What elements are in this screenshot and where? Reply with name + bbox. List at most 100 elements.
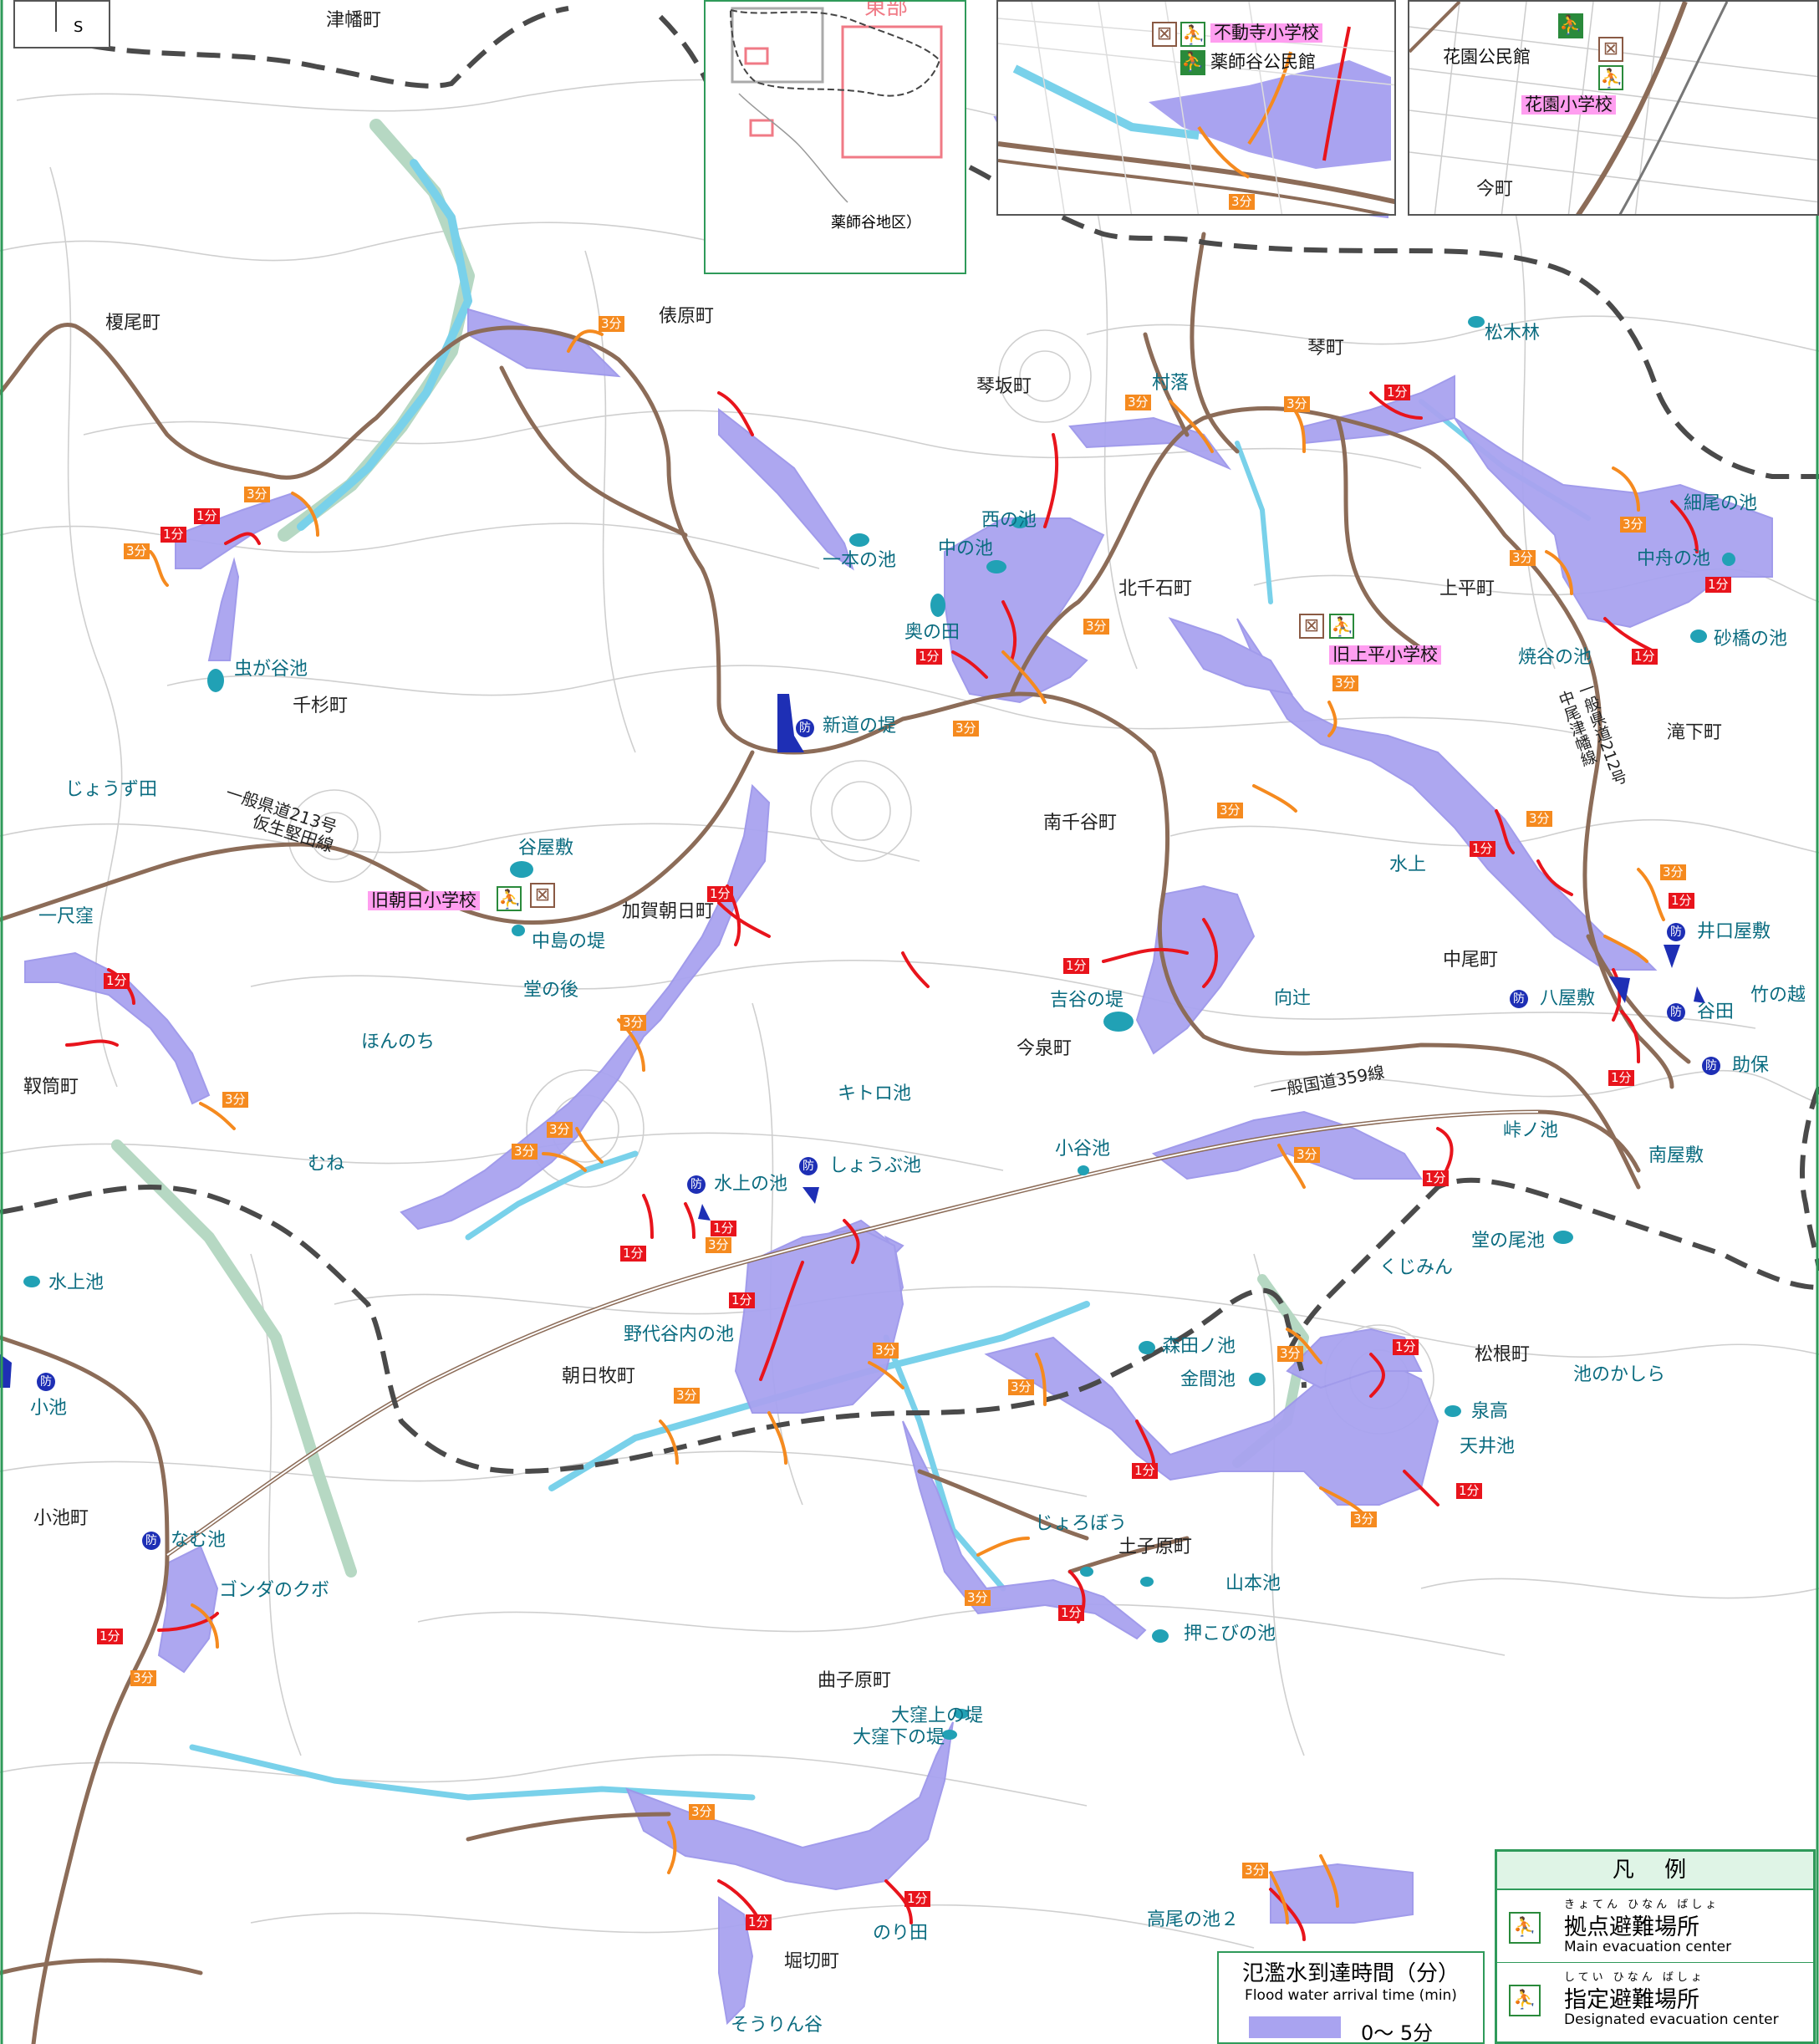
- legend-title: 凡 例: [1497, 1852, 1813, 1890]
- three-min-tag: 3分: [1242, 1863, 1268, 1878]
- three-min-tag: 3分: [244, 487, 270, 502]
- arrival-time-legend: 氾濫水到達時間（分） Flood water arrival time (min…: [1217, 1951, 1485, 2044]
- three-min-tag: 3分: [706, 1237, 731, 1253]
- pond-label: 吉谷の堤: [1050, 990, 1124, 1011]
- legend-label-en: Designated evacuation center: [1564, 2011, 1779, 2028]
- town-label: 中尾町: [1443, 950, 1499, 971]
- one-min-tag: 1分: [904, 1891, 930, 1907]
- pond-label: 森田ノ池: [1162, 1336, 1236, 1357]
- pond-label: 堂の後: [523, 980, 579, 1001]
- dam-marker: 防: [796, 719, 814, 737]
- pond-label: 峠ノ池: [1503, 1120, 1559, 1141]
- designated-evacuation-icon: ⛹: [1180, 50, 1205, 75]
- flood-zones: [24, 115, 1773, 2026]
- three-min-tag: 3分: [124, 543, 150, 559]
- pond-label: 虫が谷池: [234, 659, 308, 680]
- inset-east-label: 東部: [864, 0, 909, 20]
- town-label: 榎尾町: [105, 313, 161, 334]
- map-legend: 凡 例 ⛹ きょてん ひなん ばしょ 拠点避難場所 Main evacuatio…: [1495, 1849, 1816, 2044]
- dam-marker: 防: [142, 1532, 160, 1550]
- one-min-tag: 1分: [1632, 649, 1658, 665]
- town-label: くじみん: [1379, 1257, 1454, 1278]
- main-evacuation-icon: ⛹: [497, 886, 522, 911]
- town-label: 朝日牧町: [562, 1366, 636, 1387]
- north-arrow-icon: [55, 2, 57, 32]
- one-min-tag: 1分: [746, 1914, 772, 1930]
- three-min-tag: 3分: [1217, 803, 1243, 818]
- pond-label: 水上池: [48, 1272, 104, 1293]
- main-evacuation-icon: ⛹: [1598, 65, 1623, 90]
- compass-box: S: [13, 0, 110, 48]
- pond-label: 奥の田: [904, 622, 960, 643]
- center-yakushidani: 薬師谷公民館: [1210, 52, 1316, 72]
- three-min-tag: 3分: [1284, 396, 1310, 412]
- pond-label: 堂の尾池: [1471, 1231, 1546, 1251]
- town-label: 堀切町: [784, 1951, 840, 1972]
- dam-marker: 防: [799, 1157, 818, 1175]
- town-label: 曲子原町: [818, 1670, 892, 1691]
- dam-marker: 防: [37, 1373, 55, 1391]
- welfare-shelter-icon: ⊠: [1152, 22, 1177, 47]
- town-label: 竹の越: [1750, 985, 1806, 1006]
- pond-label: しょうぶ池: [829, 1155, 922, 1176]
- pond-label: 細尾の池: [1684, 493, 1758, 514]
- pond-label: 砂橋の池: [1714, 629, 1788, 650]
- arrival-title: 氾濫水到達時間（分）: [1241, 1961, 1460, 1986]
- town-label: 向辻: [1274, 988, 1312, 1009]
- one-min-tag: 1分: [1470, 841, 1495, 857]
- legend-label: 拠点避難場所: [1564, 1914, 1699, 1940]
- three-min-tag: 3分: [1510, 550, 1536, 566]
- one-min-tag: 1分: [1669, 893, 1694, 909]
- inset-district-label: 薬師谷地区）: [831, 214, 921, 232]
- town-label: ほんのち: [361, 1032, 436, 1053]
- compass-label: S: [74, 18, 84, 36]
- legend-label: 指定避難場所: [1564, 1987, 1699, 2013]
- legend-ruby: してい ひなん ばしょ: [1564, 1971, 1705, 1984]
- one-min-tag: 1分: [160, 527, 186, 543]
- three-min-tag: 3分: [130, 1670, 156, 1686]
- pond-label: 中舟の池: [1637, 548, 1711, 569]
- main-evacuation-icon: ⛹: [1329, 614, 1354, 639]
- inset-outline: [729, 7, 943, 203]
- one-min-tag: 1分: [1058, 1605, 1084, 1621]
- three-min-tag: 3分: [1008, 1379, 1034, 1395]
- one-min-tag: 1分: [916, 649, 942, 665]
- town-label: 南屋敷: [1648, 1145, 1704, 1166]
- three-min-tag: 3分: [953, 721, 979, 737]
- pond-label: 谷田: [1697, 1002, 1735, 1022]
- legend-ruby: きょてん ひなん ばしょ: [1564, 1899, 1720, 1911]
- pond-label: キトロ池: [838, 1083, 912, 1104]
- welfare-shelter-icon: ⊠: [1598, 37, 1623, 62]
- detail-inset-hanazono: ⛹ 花園公民館 ⊠ ⛹ 花園小学校 今町: [1408, 0, 1819, 216]
- dam-marker: 防: [1667, 923, 1685, 941]
- pond-label: 新道の堤: [823, 716, 897, 737]
- river-layer: [111, 119, 1591, 1801]
- pond-label: 高尾の池２: [1147, 1909, 1240, 1930]
- legend-label-en: Main evacuation center: [1564, 1939, 1732, 1955]
- three-min-tag: 3分: [1660, 864, 1686, 880]
- three-min-tag: 3分: [512, 1144, 538, 1160]
- inset-overview: 東部 薬師谷地区）: [704, 0, 966, 274]
- town-label: 今泉町: [1016, 1038, 1073, 1059]
- contour-lines: [0, 79, 1819, 1949]
- pond-label: なむ池: [171, 1530, 227, 1551]
- three-minute-lines: [149, 329, 1665, 1924]
- arrival-title-en: Flood water arrival time (min): [1245, 1987, 1457, 2004]
- three-min-tag: 3分: [222, 1092, 248, 1108]
- town-label: 小池町: [33, 1508, 89, 1529]
- one-min-tag: 1分: [194, 508, 220, 524]
- town-label: のり田: [873, 1923, 929, 1944]
- town-label: むね: [308, 1154, 345, 1175]
- one-min-tag: 1分: [1705, 577, 1731, 593]
- main-evacuation-icon: ⛹: [1180, 22, 1205, 47]
- town-label: 水上: [1389, 854, 1427, 875]
- pond-label: 小池: [30, 1398, 68, 1419]
- three-min-tag: 3分: [1526, 811, 1552, 827]
- town-label: じょうず田: [65, 779, 158, 800]
- town-label: 千杉町: [293, 696, 349, 716]
- town-label: 松木林: [1485, 323, 1541, 344]
- designated-evacuation-icon: ⛹: [1558, 13, 1583, 38]
- three-min-tag: 3分: [1332, 675, 1358, 691]
- three-min-tag: 3分: [547, 1122, 573, 1138]
- town-label: じょろぼう: [1035, 1513, 1128, 1534]
